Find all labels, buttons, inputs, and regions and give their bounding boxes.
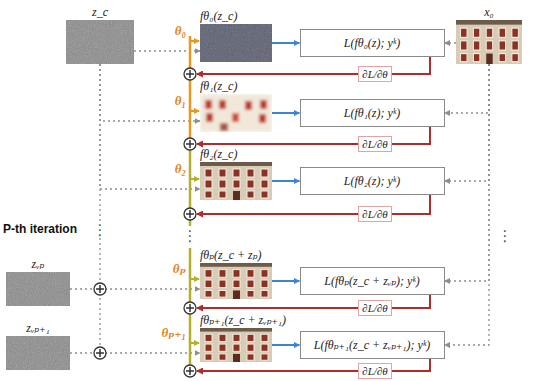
tile-heading: zᵥₚ₊₁	[26, 321, 49, 335]
tile-heading: x₀	[484, 5, 494, 19]
noise-tile: z_c	[66, 20, 134, 64]
input-arrow	[445, 42, 457, 43]
image-tile: fθₚ(z_c + zₚ)	[200, 263, 272, 299]
ellipsis: ⋮	[183, 228, 198, 244]
dotted-trunk	[99, 64, 100, 347]
loss-text: L(fθ₀(z); yᵏ)	[344, 36, 400, 50]
tile-heading: fθ₁(z_c)	[200, 79, 237, 93]
image-tile: fθ₂(z_c)	[200, 162, 272, 200]
parameter-chain	[190, 36, 199, 365]
parameter-label: θ₀	[175, 24, 186, 38]
noise-tile: zᵥₚ₊₁	[6, 336, 70, 370]
tile-heading: zᵥₚ	[32, 257, 45, 271]
output-arrow	[272, 344, 300, 346]
image-tile: fθ₀(z_c)	[200, 24, 272, 62]
input-arrow	[445, 64, 490, 181]
parameter-label: θₚ	[173, 262, 186, 276]
input-arrow	[100, 64, 200, 121]
loss-box: L(fθₚ₊₁(z_c + zᵥₚ₊₁); yᵏ)	[300, 331, 445, 359]
house-image	[456, 20, 522, 64]
house-image	[200, 328, 272, 362]
loss-text: L(fθ₁(z); yᵏ)	[344, 106, 400, 120]
tile-heading: fθ₀(z_c)	[200, 9, 237, 23]
tile-heading: fθₚ₊₁(z_c + zᵥₚ₊₁)	[200, 313, 286, 327]
ellipsis: ⋮	[93, 222, 108, 238]
tile-heading: fθ₂(z_c)	[200, 147, 237, 161]
tile-heading: z_c	[92, 5, 108, 19]
image-tile: fθ₁(z_c)	[200, 94, 272, 132]
gradient-label: ∂L/∂θ	[358, 206, 391, 222]
input-arrow	[445, 64, 490, 345]
loss-box: L(fθ₂(z); yᵏ)	[300, 167, 445, 195]
gradient-label: ∂L/∂θ	[358, 66, 391, 82]
image-tile: fθₚ₊₁(z_c + zᵥₚ₊₁)	[200, 328, 272, 362]
noise-tile: x₀	[456, 20, 522, 64]
gradient-label: ∂L/∂θ	[358, 136, 391, 152]
iteration-label: P-th iteration	[3, 222, 77, 236]
input-arrow	[70, 288, 200, 289]
loss-text: L(fθₚ₊₁(z_c + zᵥₚ₊₁); yᵏ)	[314, 338, 430, 352]
sum-symbol	[94, 68, 196, 377]
output-arrow	[272, 280, 300, 282]
noise-tile: zᵥₚ	[6, 272, 70, 306]
output-arrow	[272, 180, 300, 182]
loss-text: L(fθ₂(z); yᵏ)	[344, 174, 400, 188]
gradient-label: ∂L/∂θ	[358, 363, 391, 379]
loss-box: L(fθₚ(z_c + zᵥₚ); yᵏ)	[300, 267, 445, 295]
output-arrow	[272, 112, 300, 114]
parameter-label: θ₁	[175, 94, 186, 108]
loss-text: L(fθₚ(z_c + zᵥₚ); yᵏ)	[324, 274, 419, 288]
gradient-label: ∂L/∂θ	[358, 300, 391, 316]
input-arrow	[445, 64, 490, 281]
input-arrow	[100, 64, 200, 189]
loss-box: L(fθ₀(z); yᵏ)	[300, 29, 445, 57]
input-arrow	[70, 352, 200, 353]
parameter-label: θ₂	[175, 162, 186, 176]
input-arrow	[445, 64, 490, 113]
loss-box: L(fθ₁(z); yᵏ)	[300, 99, 445, 127]
blurry-image	[200, 94, 272, 132]
ellipsis: ⋮	[498, 228, 513, 244]
output-arrow	[272, 42, 300, 44]
tile-heading: fθₚ(z_c + zₚ)	[200, 248, 262, 262]
house-image	[200, 162, 272, 200]
parameter-label: θₚ₊₁	[161, 326, 186, 340]
house-image	[200, 263, 272, 299]
